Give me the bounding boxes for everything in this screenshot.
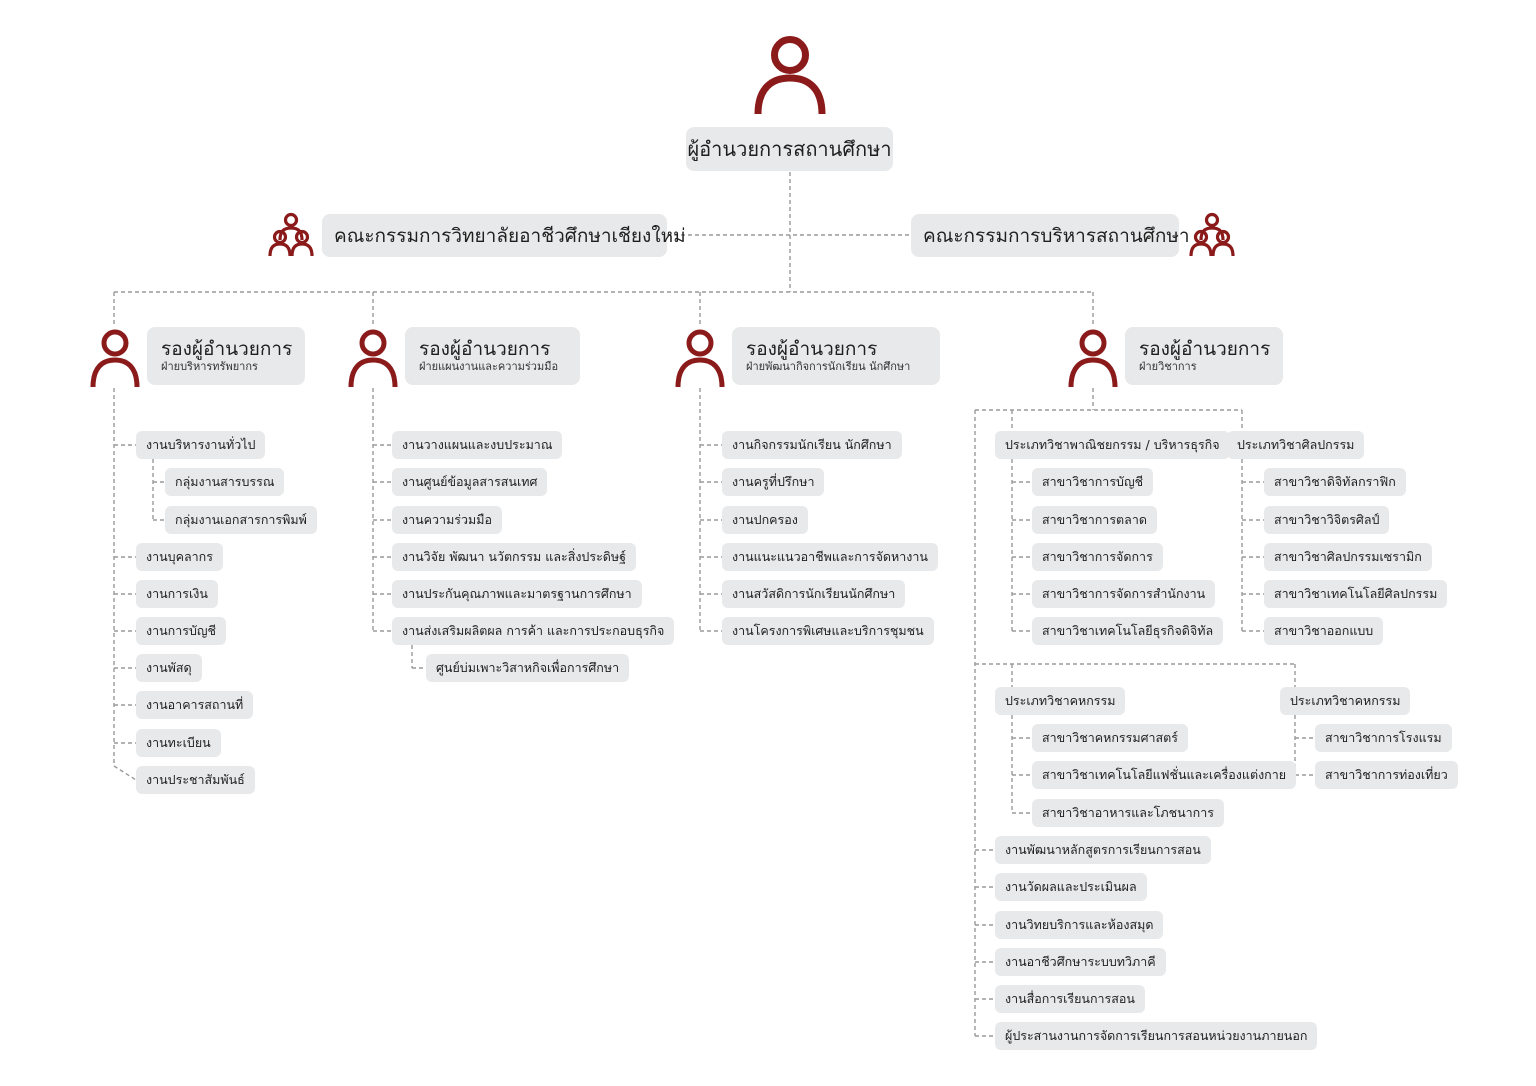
- category-node: ประเภทวิชาคหกรรม: [1280, 687, 1411, 715]
- task-node: งานกิจกรรมนักเรียน นักศึกษา: [722, 431, 902, 459]
- major-node: สาขาวิชาอาหารและโภชนาการ: [1032, 799, 1224, 827]
- task-node: งานทะเบียน: [136, 729, 221, 757]
- major-node: สาขาวิชาเทคโนโลยีศิลปกรรม: [1264, 580, 1448, 608]
- major-node: สาขาวิชาการบัญชี: [1032, 468, 1154, 496]
- task-node: งานโครงการพิเศษและบริการชุมชน: [722, 617, 934, 645]
- major-node: สาขาวิชาศิลปกรรมเซรามิก: [1264, 543, 1432, 571]
- task-node: งานสวัสดิการนักเรียนนักศึกษา: [722, 580, 906, 608]
- task-node: งานบริหารงานทั่วไป: [136, 431, 266, 459]
- committee-left-box: คณะกรรมการวิทยาลัยอาชีวศึกษาเชียงใหม่: [322, 214, 686, 257]
- group-icon: [268, 212, 314, 257]
- task-node: งานวิจัย พัฒนา นวัตกรรม และสิ่งประดิษฐ์: [392, 543, 637, 571]
- task-node: งานการเงิน: [136, 580, 218, 608]
- task-node: งานสื่อการเรียนการสอน: [995, 985, 1145, 1013]
- director-box: ผู้อำนวยการสถานศึกษา: [686, 127, 893, 171]
- director-label: ผู้อำนวยการสถานศึกษา: [687, 137, 892, 161]
- connector-line: [113, 765, 137, 781]
- task-node: งานพัสดุ: [136, 654, 202, 682]
- task-node: งานบุคลากร: [136, 543, 223, 571]
- major-node: สาขาวิชาเทคโนโลยีแฟชั่นและเครื่องแต่งกาย: [1032, 761, 1297, 789]
- deputy-title: รองผู้อำนวยการ: [746, 338, 878, 360]
- major-node: สาขาวิชาออกแบบ: [1264, 617, 1384, 645]
- subtask-node: กลุ่มงานสารบรรณ: [165, 468, 285, 496]
- task-node: ผู้ประสานงานการจัดการเรียนการสอนหน่วยงาน…: [995, 1022, 1318, 1050]
- deputy-subtitle: ฝ่ายวิชาการ: [1139, 360, 1197, 373]
- task-node: งานศูนย์ข้อมูลสารสนเทศ: [392, 468, 548, 496]
- major-node: สาขาวิชาการตลาด: [1032, 506, 1157, 534]
- person-icon: [348, 329, 398, 388]
- task-node: งานส่งเสริมผลิตผล การค้า และการประกอบธุร…: [392, 617, 675, 645]
- task-node: งานความร่วมมือ: [392, 506, 503, 534]
- deputy-box-academic: รองผู้อำนวยการ ฝ่ายวิชาการ: [1125, 327, 1283, 385]
- task-node: งานการบัญชี: [136, 617, 227, 645]
- subtask-node: ศูนย์บ่มเพาะวิสาหกิจเพื่อการศึกษา: [426, 654, 630, 682]
- person-icon: [754, 36, 826, 115]
- deputy-box-resources: รองผู้อำนวยการ ฝ่ายบริหารทรัพยากร: [147, 327, 305, 385]
- task-node: งานพัฒนาหลักสูตรการเรียนการสอน: [995, 836, 1211, 864]
- task-node: งานประชาสัมพันธ์: [136, 766, 255, 794]
- major-node: สาขาวิชาการโรงแรม: [1315, 724, 1452, 752]
- deputy-title: รองผู้อำนวยการ: [1139, 338, 1271, 360]
- task-node: งานอาชีวศึกษาระบบทวิภาคี: [995, 948, 1166, 976]
- major-node: สาขาวิชาดิจิทัลกราฟิก: [1264, 468, 1406, 496]
- deputy-subtitle: ฝ่ายแผนงานและความร่วมมือ: [419, 360, 559, 373]
- deputy-box-planning: รองผู้อำนวยการ ฝ่ายแผนงานและความร่วมมือ: [405, 327, 580, 385]
- committee-right-box: คณะกรรมการบริหารสถานศึกษา: [911, 214, 1190, 257]
- subtask-node: กลุ่มงานเอกสารการพิมพ์: [165, 506, 317, 534]
- major-node: สาขาวิชาการจัดการสำนักงาน: [1032, 580, 1216, 608]
- major-node: สาขาวิชาคหกรรมศาสตร์: [1032, 724, 1188, 752]
- deputy-box-student-affairs: รองผู้อำนวยการ ฝ่ายพัฒนากิจการนักเรียน น…: [732, 327, 940, 385]
- person-icon: [675, 329, 725, 388]
- deputy-title: รองผู้อำนวยการ: [419, 338, 551, 360]
- person-icon: [1068, 329, 1118, 388]
- major-node: สาขาวิชาวิจิตรศิลป์: [1264, 506, 1390, 534]
- task-node: งานปกครอง: [722, 506, 808, 534]
- task-node: งานอาคารสถานที่: [136, 691, 254, 719]
- task-node: งานครูที่ปรึกษา: [722, 468, 825, 496]
- group-icon: [1189, 212, 1235, 257]
- committee-right-label: คณะกรรมการบริหารสถานศึกษา: [923, 224, 1190, 247]
- category-node: ประเภทวิชาศิลปกรรม: [1227, 431, 1365, 459]
- major-node: สาขาวิชาเทคโนโลยีธุรกิจดิจิทัล: [1032, 617, 1224, 645]
- deputy-subtitle: ฝ่ายบริหารทรัพยากร: [161, 360, 258, 373]
- deputy-subtitle: ฝ่ายพัฒนากิจการนักเรียน นักศึกษา: [746, 360, 911, 373]
- task-node: งานวางแผนและงบประมาณ: [392, 431, 563, 459]
- task-node: งานแนะแนวอาชีพและการจัดหางาน: [722, 543, 938, 571]
- category-node: ประเภทวิชาคหกรรม: [995, 687, 1126, 715]
- task-node: งานประกันคุณภาพและมาตรฐานการศึกษา: [392, 580, 642, 608]
- major-node: สาขาวิชาการท่องเที่ยว: [1315, 761, 1458, 789]
- person-icon: [90, 329, 140, 388]
- major-node: สาขาวิชาการจัดการ: [1032, 543, 1163, 571]
- deputy-title: รองผู้อำนวยการ: [161, 338, 293, 360]
- committee-left-label: คณะกรรมการวิทยาลัยอาชีวศึกษาเชียงใหม่: [334, 224, 686, 247]
- task-node: งานวิทยบริการและห้องสมุด: [995, 911, 1164, 939]
- task-node: งานวัดผลและประเมินผล: [995, 873, 1147, 901]
- category-node: ประเภทวิชาพาณิชยกรรม / บริหารธุรกิจ: [995, 431, 1230, 459]
